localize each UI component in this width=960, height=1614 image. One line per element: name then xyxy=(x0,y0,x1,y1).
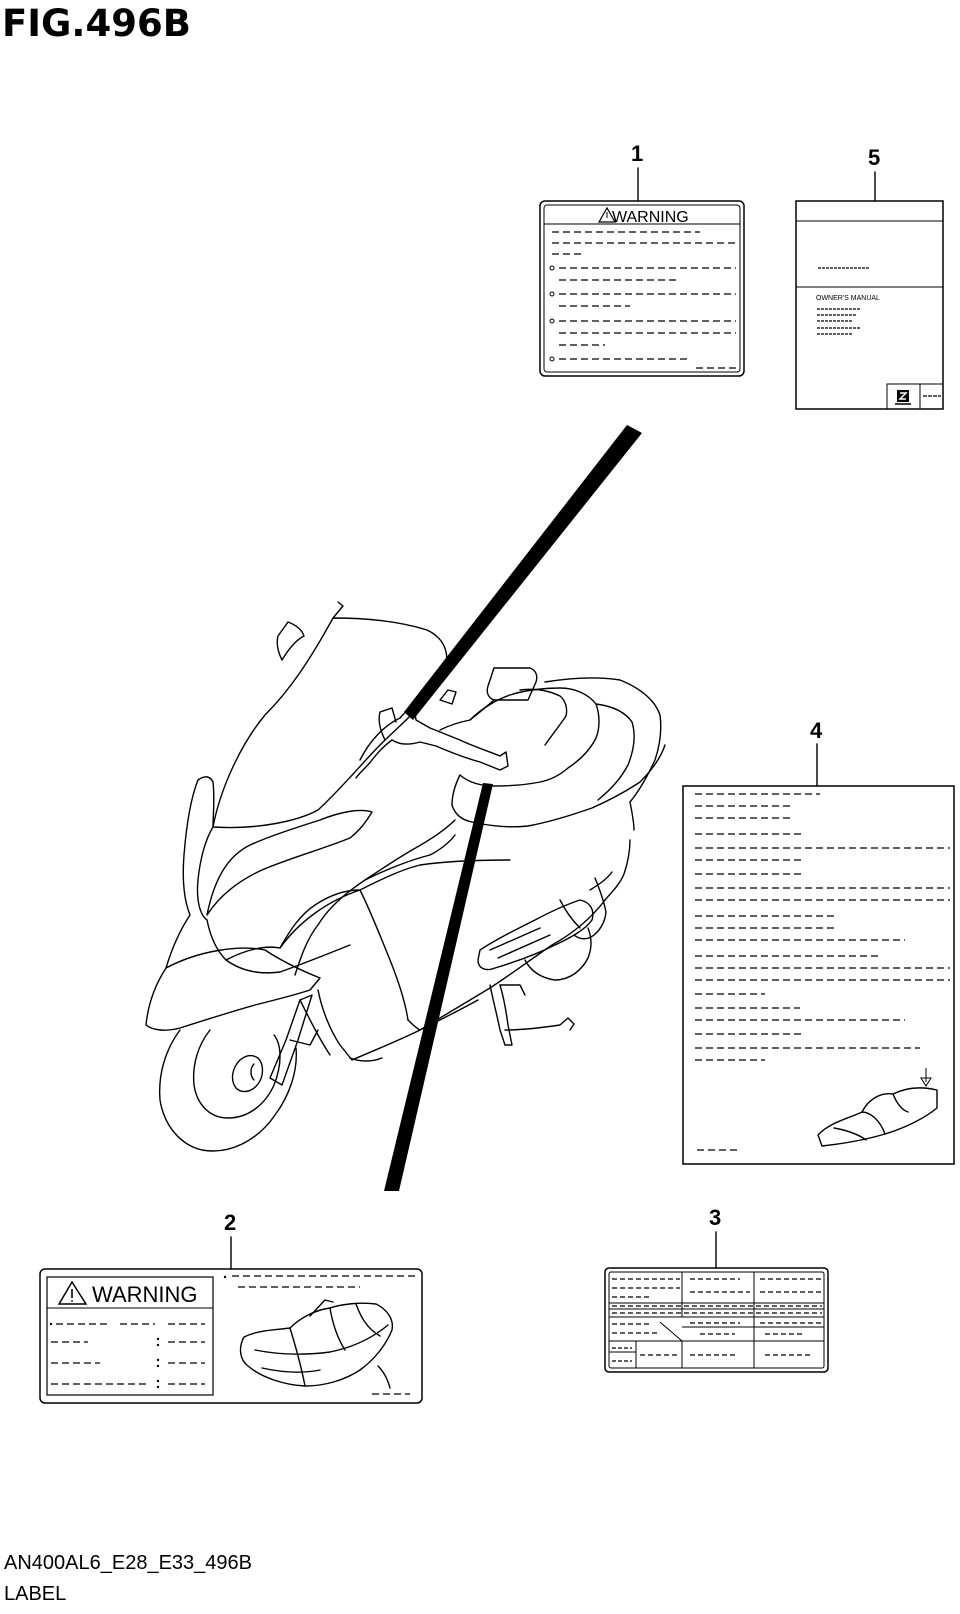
figure-code: AN400AL6_E28_E33_496B xyxy=(4,1552,252,1574)
scooter-illustration xyxy=(145,601,666,1152)
part-number-1: 1 xyxy=(631,141,644,166)
warning-label-2-text: WARNING xyxy=(92,1282,198,1307)
part-number-2: 2 xyxy=(224,1210,237,1235)
warning-label-1: WARNING xyxy=(539,167,745,377)
suzuki-logo-icon xyxy=(895,390,911,405)
instruction-sheet-4 xyxy=(682,743,955,1165)
manual-title-text: OWNER'S MANUAL xyxy=(816,295,880,302)
leader-line-lower xyxy=(384,783,493,1191)
warning-label-2: WARNING xyxy=(39,1236,423,1404)
figure-title: FIG.496B xyxy=(2,2,191,45)
part-number-3: 3 xyxy=(709,1205,722,1230)
figure-name: LABEL xyxy=(4,1583,67,1605)
leader-line-upper xyxy=(404,425,642,720)
part-number-4: 4 xyxy=(810,718,823,743)
info-label-3 xyxy=(604,1231,829,1373)
seat-illustration xyxy=(817,1068,938,1147)
warning-triangle-icon xyxy=(597,206,617,223)
label-scooter-sketch xyxy=(239,1299,394,1389)
owners-manual-5: OWNER'S MANUAL xyxy=(795,171,944,410)
part-number-5: 5 xyxy=(868,145,881,170)
warning-label-1-text: WARNING xyxy=(612,209,689,226)
warning-triangle-icon xyxy=(57,1280,88,1305)
